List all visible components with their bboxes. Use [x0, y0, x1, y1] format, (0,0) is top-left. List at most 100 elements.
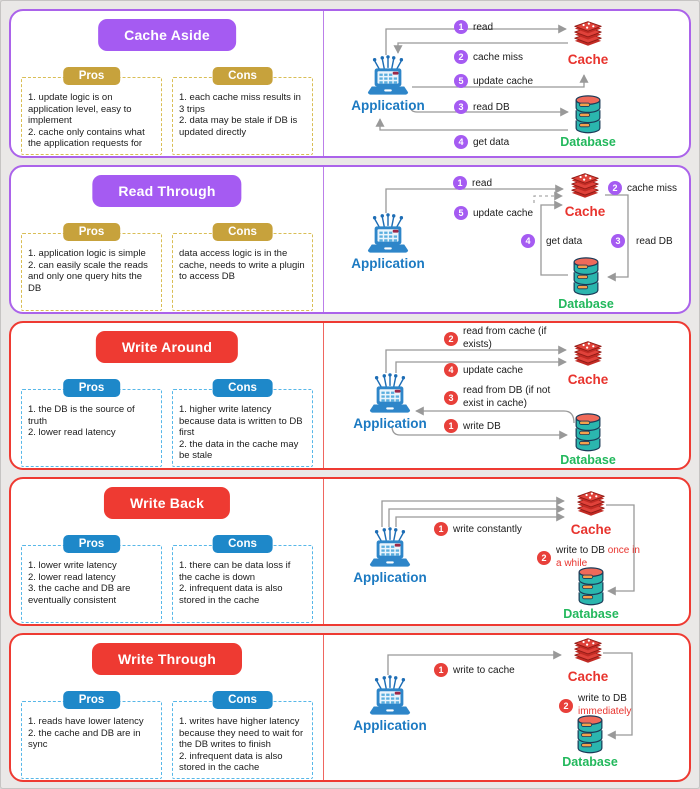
left-panel: Write Back Pros 1. lower write latency 2…: [11, 479, 323, 624]
step: 2 read from cache (if exists): [444, 326, 555, 351]
section-write-through: Write Through Pros 1. reads have lower l…: [9, 633, 691, 782]
step-label: get data: [546, 235, 583, 247]
cons-box: Cons 1. higher write latency because dat…: [172, 379, 313, 467]
step-number-badge: 3: [444, 390, 458, 405]
section-write-around: Write Around Pros 1. the DB is the sourc…: [9, 321, 691, 470]
pros-badge: Pros: [62, 379, 121, 398]
cache-icon: [570, 638, 606, 668]
step-number-badge: 1: [434, 522, 448, 536]
step: 1 read: [453, 176, 492, 190]
section-title: Write Around: [95, 331, 239, 363]
cons-box: Cons data access logic is in the cache, …: [172, 223, 313, 311]
step: 2 cache miss: [608, 181, 677, 195]
database-icon: [574, 567, 608, 606]
cache-icon: [573, 491, 609, 521]
cons-item: data access logic is in the cache, needs…: [179, 248, 305, 283]
step-label: update cache: [473, 207, 534, 219]
pros-item: 1. lower write latency: [28, 560, 117, 571]
pros-cons-row: Pros 1. application logic is simple 2. c…: [21, 223, 313, 311]
cons-badge: Cons: [212, 691, 273, 710]
cache-node: Cache: [540, 21, 636, 67]
flow-arrows: [385, 345, 575, 440]
database-icon: [569, 257, 603, 296]
cons-item: 2. data may be stale if DB is updated di…: [179, 115, 298, 138]
pros-item: 2. can easily scale the reads and only o…: [28, 259, 148, 294]
database-label: Database: [562, 755, 618, 769]
step-label: update cache: [463, 364, 524, 376]
pros-cons-row: Pros 1. reads have lower latency 2. the …: [21, 691, 313, 779]
step: 1 write DB: [444, 419, 501, 433]
step-label: read: [473, 21, 494, 33]
step: 2 write to DB once in a while: [537, 545, 644, 570]
step: 3 read DB: [611, 234, 673, 248]
diagram-panel: Application Cache Database 2 read from c…: [323, 323, 689, 468]
database-node: Database: [540, 95, 636, 149]
pros-item: 2. lower read latency: [28, 427, 116, 439]
step: 5 update cache: [454, 206, 533, 220]
step-label: cache miss: [473, 51, 524, 63]
step-number-badge: 2: [537, 550, 551, 565]
step-number-badge: 2: [454, 50, 468, 64]
pros-item: 1. the DB is the source of truth: [28, 404, 135, 427]
step-label: read from cache (if exists): [463, 326, 547, 350]
section-read-through: Read Through Pros 1. application logic i…: [9, 165, 691, 314]
pros-cons-row: Pros 1. update logic is on application l…: [21, 67, 313, 155]
step-number-badge: 2: [444, 331, 458, 346]
database-icon: [573, 715, 607, 754]
step-number-badge: 5: [454, 74, 468, 88]
step-label: write to DB immediately: [578, 693, 632, 717]
pros-cons-row: Pros 1. lower write latency 2. lower rea…: [21, 535, 313, 623]
database-label: Database: [560, 453, 616, 467]
pros-box: Pros 1. lower write latency 2. lower rea…: [21, 535, 162, 623]
cache-icon: [570, 341, 606, 371]
step: 2 cache miss: [454, 50, 523, 64]
step-label: cache miss: [627, 182, 678, 194]
application-label: Application: [351, 256, 425, 271]
cons-box: Cons 1. writes have higher latency becau…: [172, 691, 313, 779]
application-label: Application: [353, 570, 427, 585]
step-number-badge: 1: [434, 663, 448, 677]
step-label-highlight: immediately: [578, 705, 632, 717]
cons-badge: Cons: [212, 223, 273, 242]
cache-label: Cache: [567, 372, 609, 387]
section-write-back: Write Back Pros 1. lower write latency 2…: [9, 477, 691, 626]
step-number-badge: 5: [454, 206, 468, 220]
section-title: Write Through: [92, 643, 242, 675]
flow-arrows: [381, 496, 635, 596]
flow-arrows: [387, 650, 633, 740]
cache-label: Cache: [567, 52, 609, 67]
diagram-panel: Application Cache Database 1 read 5 upda…: [323, 167, 689, 312]
pros-badge: Pros: [62, 223, 121, 242]
step-number-badge: 3: [454, 100, 468, 114]
application-node: Application: [340, 55, 436, 113]
pros-item: 1. update logic is on application level,…: [28, 92, 132, 127]
step-label: read: [472, 177, 493, 189]
step-number-badge: 1: [444, 419, 458, 433]
step-label: read from DB (if not exist in cache): [463, 385, 551, 409]
cons-badge: Cons: [212, 379, 273, 398]
cache-node: Cache: [543, 491, 639, 537]
step-number-badge: 4: [444, 363, 458, 377]
pros-box: Pros 1. reads have lower latency 2. the …: [21, 691, 162, 779]
left-panel: Read Through Pros 1. application logic i…: [11, 167, 323, 312]
step-label: write constantly: [453, 523, 522, 535]
step: 3 read from DB (if not exist in cache): [444, 385, 563, 410]
step: 1 read: [454, 20, 493, 34]
step-label: write to cache: [453, 664, 515, 676]
flow-arrows: [375, 24, 589, 131]
pros-box: Pros 1. the DB is the source of truth 2.…: [21, 379, 162, 467]
step-label: write DB: [463, 420, 501, 432]
step-number-badge: 1: [453, 176, 467, 190]
cache-node: Cache: [540, 341, 636, 387]
step: 2 write to DB immediately: [559, 693, 644, 718]
pros-item: 2. lower read latency: [28, 571, 116, 583]
step-number-badge: 3: [611, 234, 625, 248]
step-number-badge: 2: [559, 698, 573, 713]
step: 3 read DB: [454, 100, 510, 114]
cache-icon: [570, 21, 606, 51]
step: 1 write constantly: [434, 522, 522, 536]
step-number-badge: 4: [454, 135, 468, 149]
database-node: Database: [543, 567, 639, 621]
application-node: Application: [342, 527, 438, 585]
